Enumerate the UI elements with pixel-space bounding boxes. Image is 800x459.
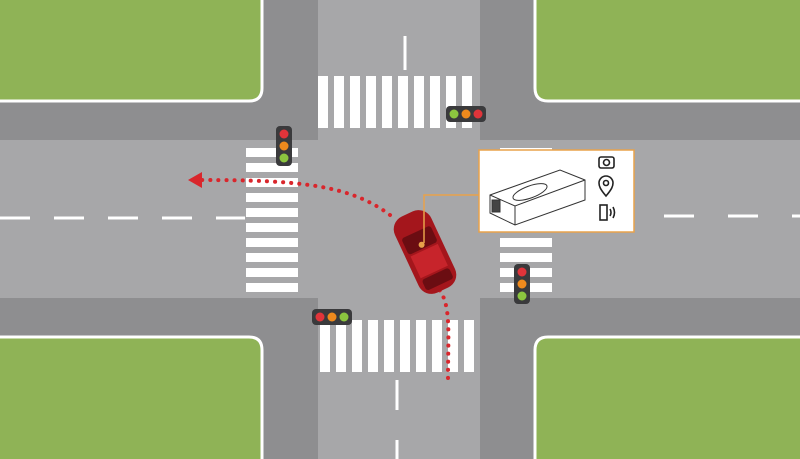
crosswalk-stripe xyxy=(430,76,440,128)
crosswalk-stripe xyxy=(414,76,424,128)
crosswalk-stripe xyxy=(500,238,552,247)
crosswalk-stripe xyxy=(384,320,394,372)
crosswalk-stripe xyxy=(446,76,456,128)
crosswalk-stripe xyxy=(246,178,298,187)
crosswalk-stripe xyxy=(416,320,426,372)
crosswalk-stripe xyxy=(500,253,552,262)
traffic-light-icon xyxy=(446,106,486,122)
traffic-light-icon xyxy=(514,264,530,304)
traffic-lights xyxy=(276,106,530,325)
crosswalk-stripe xyxy=(318,76,328,128)
crosswalk-stripe xyxy=(464,320,474,372)
crosswalk-stripe xyxy=(246,253,298,262)
crosswalk-stripe xyxy=(382,76,392,128)
crosswalk-stripe xyxy=(432,320,442,372)
crosswalk-stripe xyxy=(400,320,410,372)
crosswalk-stripe xyxy=(336,320,346,372)
crosswalk-stripe xyxy=(352,320,362,372)
crosswalk-stripe xyxy=(246,223,298,232)
crosswalk-stripe xyxy=(320,320,330,372)
crosswalk-stripe xyxy=(398,76,408,128)
imu-device-image xyxy=(489,169,586,226)
crosswalk-stripe xyxy=(448,320,458,372)
distance-sensor-icon xyxy=(599,204,616,221)
crosswalk-stripe xyxy=(246,163,298,172)
crosswalk-stripe xyxy=(246,238,298,247)
device-callout xyxy=(478,149,635,233)
crosswalk-stripe xyxy=(368,320,378,372)
traffic-light-icon xyxy=(312,309,352,325)
crosswalk-stripe xyxy=(246,283,298,292)
car xyxy=(393,210,457,294)
crosswalk-stripe xyxy=(334,76,344,128)
crosswalk-stripe xyxy=(246,268,298,277)
crosswalk-stripe xyxy=(462,76,472,128)
camera-icon xyxy=(598,156,615,169)
crosswalk-stripe xyxy=(246,148,298,157)
callout-line xyxy=(423,194,480,243)
arrow-head-icon xyxy=(188,172,202,188)
crosswalk-stripe xyxy=(246,193,298,202)
location-pin-icon xyxy=(598,175,614,198)
crosswalk-stripe xyxy=(350,76,360,128)
crosswalk-stripe xyxy=(246,208,298,217)
crosswalk-stripe xyxy=(366,76,376,128)
traffic-light-icon xyxy=(276,126,292,166)
